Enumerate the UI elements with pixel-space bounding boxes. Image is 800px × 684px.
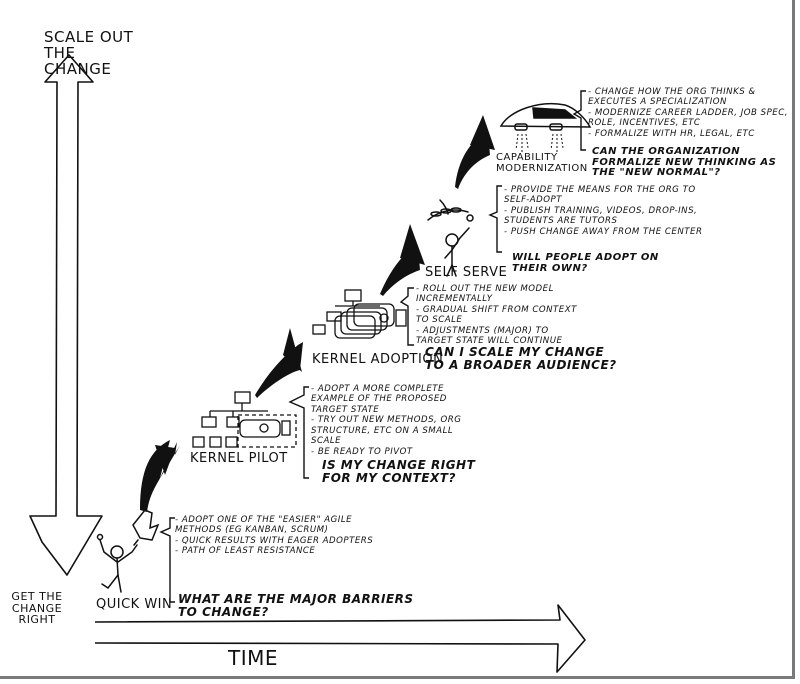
- stage-name-kernel-adoption: Kernel Adoption: [312, 352, 444, 367]
- question-quick-win: What Are The Major Barriers To Change?: [178, 592, 414, 619]
- question-capability-modernization: Can The Organization Formalize New Think…: [592, 146, 777, 178]
- brace-quick-win: [159, 517, 175, 603]
- org-chart-pilot-icon: [192, 391, 297, 448]
- progress-arrow-2-head: [283, 328, 302, 372]
- progress-arrow-1-head: [155, 445, 175, 475]
- bullet-item: Adopt A More Complete Example Of The Pro…: [311, 384, 466, 415]
- bullet-item: Quick Results With Eager Adopters: [175, 536, 375, 546]
- bullet-item: Push Change Away From The Center: [504, 227, 714, 237]
- bullets-quick-win: Adopt One Of The "Easier" Agile Methods …: [175, 515, 375, 557]
- progress-arrow-3-head: [400, 224, 425, 265]
- question-self-serve: Will People Adopt On Their Own?: [512, 252, 659, 274]
- bullet-item: Modernize Career Ladder, Job Spec, Role,…: [588, 108, 788, 129]
- bullets-self-serve: Provide The Means For The Org To Self-Ad…: [504, 185, 714, 237]
- brace-capability: [572, 90, 586, 151]
- vertical-axis-bottom-label: Get The Change Right: [11, 590, 63, 627]
- brace-kernel-pilot: [288, 386, 309, 479]
- stage-name-kernel-pilot: Kernel Pilot: [190, 451, 288, 466]
- bullet-item: Publish Training, Videos, Drop-Ins, Stud…: [504, 206, 714, 227]
- progress-arrow-4-head: [470, 115, 495, 150]
- question-kernel-pilot: Is My Change Right For My Context?: [322, 458, 476, 485]
- stage-name-capability-modernization: Capability Modernization: [496, 152, 588, 174]
- hover-car-icon: [499, 103, 592, 152]
- stick-figure-with-olive-branch-icon: [427, 199, 474, 277]
- stage-name-self-serve: Self Serve: [425, 265, 508, 280]
- horizontal-axis-label: Time: [228, 646, 279, 670]
- bullet-item: Adjustments (Major) To Target State Will…: [416, 326, 581, 347]
- bullet-item: Formalize With HR, Legal, Etc: [588, 129, 788, 139]
- stick-figure-with-trophy-icon: [96, 509, 160, 593]
- scale-out-label: Scale Out The Change: [44, 28, 134, 78]
- bullets-kernel-pilot: Adopt A More Complete Example Of The Pro…: [311, 384, 466, 457]
- brace-kernel-adoption: [399, 287, 414, 346]
- bullet-item: Change How The Org Thinks & Executes A S…: [588, 87, 788, 108]
- stage-name-quick-win: Quick Win: [96, 597, 173, 612]
- org-chart-stacked-icon: [312, 289, 407, 339]
- bullet-item: Path Of Least Resistance: [175, 546, 375, 556]
- bullets-kernel-adoption: Roll Out The New Model Incrementally Gra…: [416, 284, 581, 347]
- bullet-item: Try Out New Methods, Org Structure, Etc …: [311, 415, 466, 446]
- question-kernel-adoption: Can I Scale My Change To A Broader Audie…: [425, 345, 617, 372]
- brace-self-serve: [488, 185, 502, 253]
- bullet-item: Be Ready To Pivot: [311, 447, 466, 457]
- bullet-item: Provide The Means For The Org To Self-Ad…: [504, 185, 714, 206]
- bullet-item: Roll Out The New Model Incrementally: [416, 284, 581, 305]
- bullet-item: Adopt One Of The "Easier" Agile Methods …: [175, 515, 375, 536]
- horizontal-time-arrow: [94, 604, 586, 673]
- bullets-capability-modernization: Change How The Org Thinks & Executes A S…: [588, 87, 788, 139]
- vertical-axis-arrow: [29, 54, 103, 576]
- vertical-axis-top-label: Scale Out The Change: [44, 28, 140, 78]
- bullet-item: Gradual Shift From Context To Scale: [416, 305, 581, 326]
